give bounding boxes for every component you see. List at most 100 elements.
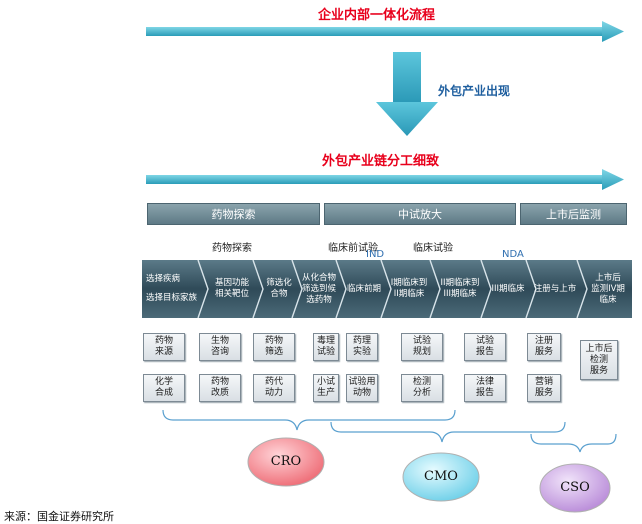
segment-braces xyxy=(162,409,617,513)
service-chemical-synthesis: 化学合成 xyxy=(143,374,185,402)
service-legal-report: 法律报告 xyxy=(464,374,506,402)
service-line: 分析 xyxy=(412,388,431,398)
phase-pilot-scale: 中试放大 xyxy=(324,203,516,225)
outsourcing-arrow xyxy=(146,169,624,190)
service-line: 动力 xyxy=(264,388,283,398)
chevron-line: III期临床 xyxy=(443,289,477,299)
phase-post-market: 上市后监测 xyxy=(520,203,627,225)
stage-label-preclinical: 临床前试验 xyxy=(328,243,378,254)
cro-circle xyxy=(247,437,325,487)
service-line: 试验 xyxy=(475,336,494,346)
service-testing-analysis: 检测分析 xyxy=(401,374,443,402)
top-process-arrow xyxy=(146,21,624,42)
service-pharmacokinetics: 药代动力 xyxy=(253,374,295,402)
chevron-line: 基因功能 xyxy=(214,278,249,288)
chevron-registration: 注册与上市 xyxy=(532,262,578,316)
service-line: 筛选 xyxy=(264,347,283,357)
chevron-line: 筛选化 xyxy=(266,278,292,288)
service-post-market-testing: 上市后检测服务 xyxy=(580,340,618,380)
chevron-line: II期临床到 xyxy=(440,278,480,288)
chevron-line: 选药物 xyxy=(306,294,332,305)
service-line: 服务 xyxy=(589,365,608,376)
service-registration: 注册服务 xyxy=(527,333,561,361)
service-line: 营销 xyxy=(534,377,553,387)
cro-label: CRO xyxy=(270,454,302,469)
stage-label-clinical: 临床试验 xyxy=(413,243,453,254)
source-note: 来源：国金证券研究所 xyxy=(4,510,114,523)
chevron-line: 注册与上市 xyxy=(533,283,577,294)
service-line: 试验 xyxy=(316,347,335,357)
service-line: 毒理 xyxy=(316,336,335,346)
service-line: 合成 xyxy=(154,388,173,398)
service-drug-source: 药物来源 xyxy=(143,333,185,361)
service-bio-consulting: 生物咨询 xyxy=(199,333,241,361)
chevron-gene-target: 基因功能 相关靶位 xyxy=(208,262,256,316)
service-line: 生物 xyxy=(210,336,229,346)
service-line: 上市后 xyxy=(585,343,613,354)
service-line: 注册 xyxy=(534,336,553,346)
service-line: 法律 xyxy=(475,377,494,387)
service-line: 报告 xyxy=(475,347,494,357)
service-drug-modification: 药物改质 xyxy=(199,374,241,402)
downward-arrow xyxy=(376,52,438,136)
service-line: 实验 xyxy=(352,347,371,357)
phase-label: 上市后监测 xyxy=(546,208,601,221)
cso-label: CSO xyxy=(560,480,590,495)
service-line: 报告 xyxy=(475,388,494,398)
chevron-line: 从化合物 xyxy=(301,272,336,283)
bottom-title: 外包产业链分工细致 xyxy=(322,154,440,169)
chevron-screen-compound: 筛选化 合物 xyxy=(262,262,296,316)
service-line: 药物 xyxy=(210,377,229,387)
chevron-line: II期临床 xyxy=(393,289,425,299)
service-toxicology: 毒理试验 xyxy=(313,333,339,361)
service-pharmacology: 药理实验 xyxy=(346,333,378,361)
chevron-line: 临床 xyxy=(599,294,617,305)
chevron-line: 上市后 xyxy=(595,272,621,283)
chevron-line: 选择目标家族 xyxy=(146,293,198,303)
chevron-candidate-drug: 从化合物 筛选到候 选药物 xyxy=(299,262,339,316)
service-line: 生产 xyxy=(316,388,335,398)
service-line: 药物 xyxy=(154,336,173,346)
chevron-band xyxy=(142,260,632,318)
service-line: 试验用 xyxy=(348,377,376,387)
chevron-line: 选择疾病 xyxy=(146,274,181,284)
chevron-line: 临床前期 xyxy=(346,283,381,294)
service-line: 药物 xyxy=(264,336,283,346)
cmo-circle xyxy=(402,452,480,502)
chevron-preclinical: 临床前期 xyxy=(344,262,384,316)
chevron-line: 筛选到候 xyxy=(301,283,336,294)
chevron-line: I期临床到 xyxy=(390,278,428,288)
service-small-scale-production: 小试生产 xyxy=(313,374,339,402)
service-line: 药理 xyxy=(352,336,371,346)
service-line: 试验 xyxy=(412,336,431,346)
chevron-phase1-2: I期临床到 II期临床 xyxy=(386,262,432,316)
phase-drug-discovery: 药物探索 xyxy=(147,203,320,225)
outsourcing-emerges-label: 外包产业出现 xyxy=(438,84,511,98)
service-line: 改质 xyxy=(210,388,229,398)
chevron-line: 合物 xyxy=(270,289,288,299)
service-test-animals: 试验用动物 xyxy=(346,374,378,402)
service-line: 来源 xyxy=(154,347,173,357)
service-line: 药代 xyxy=(264,377,283,387)
chevron-line: III期临床 xyxy=(491,283,525,294)
top-title: 企业内部一体化流程 xyxy=(318,8,436,23)
service-line: 服务 xyxy=(534,347,553,357)
service-drug-screening: 药物筛选 xyxy=(253,333,295,361)
chevron-line: 监测IV期 xyxy=(591,283,625,294)
service-line: 咨询 xyxy=(210,347,229,357)
cmo-label: CMO xyxy=(424,469,458,484)
service-trial-planning: 试验规划 xyxy=(401,333,443,361)
stage-label-discovery: 药物探索 xyxy=(212,243,252,254)
service-line: 检测 xyxy=(589,354,608,365)
nda-marker: NDA xyxy=(502,249,524,260)
service-line: 小试 xyxy=(316,377,335,387)
service-marketing: 营销服务 xyxy=(527,374,561,402)
service-line: 规划 xyxy=(412,347,431,357)
chevron-phase3: III期临床 xyxy=(488,262,528,316)
phase-label: 药物探索 xyxy=(211,208,256,221)
service-line: 检测 xyxy=(412,377,431,387)
chevron-post-market-phase4: 上市后 监测IV期 临床 xyxy=(582,262,634,316)
chevron-phase2-3: II期临床到 III期临床 xyxy=(436,262,484,316)
service-line: 化学 xyxy=(154,377,173,387)
service-trial-report: 试验报告 xyxy=(464,333,506,361)
